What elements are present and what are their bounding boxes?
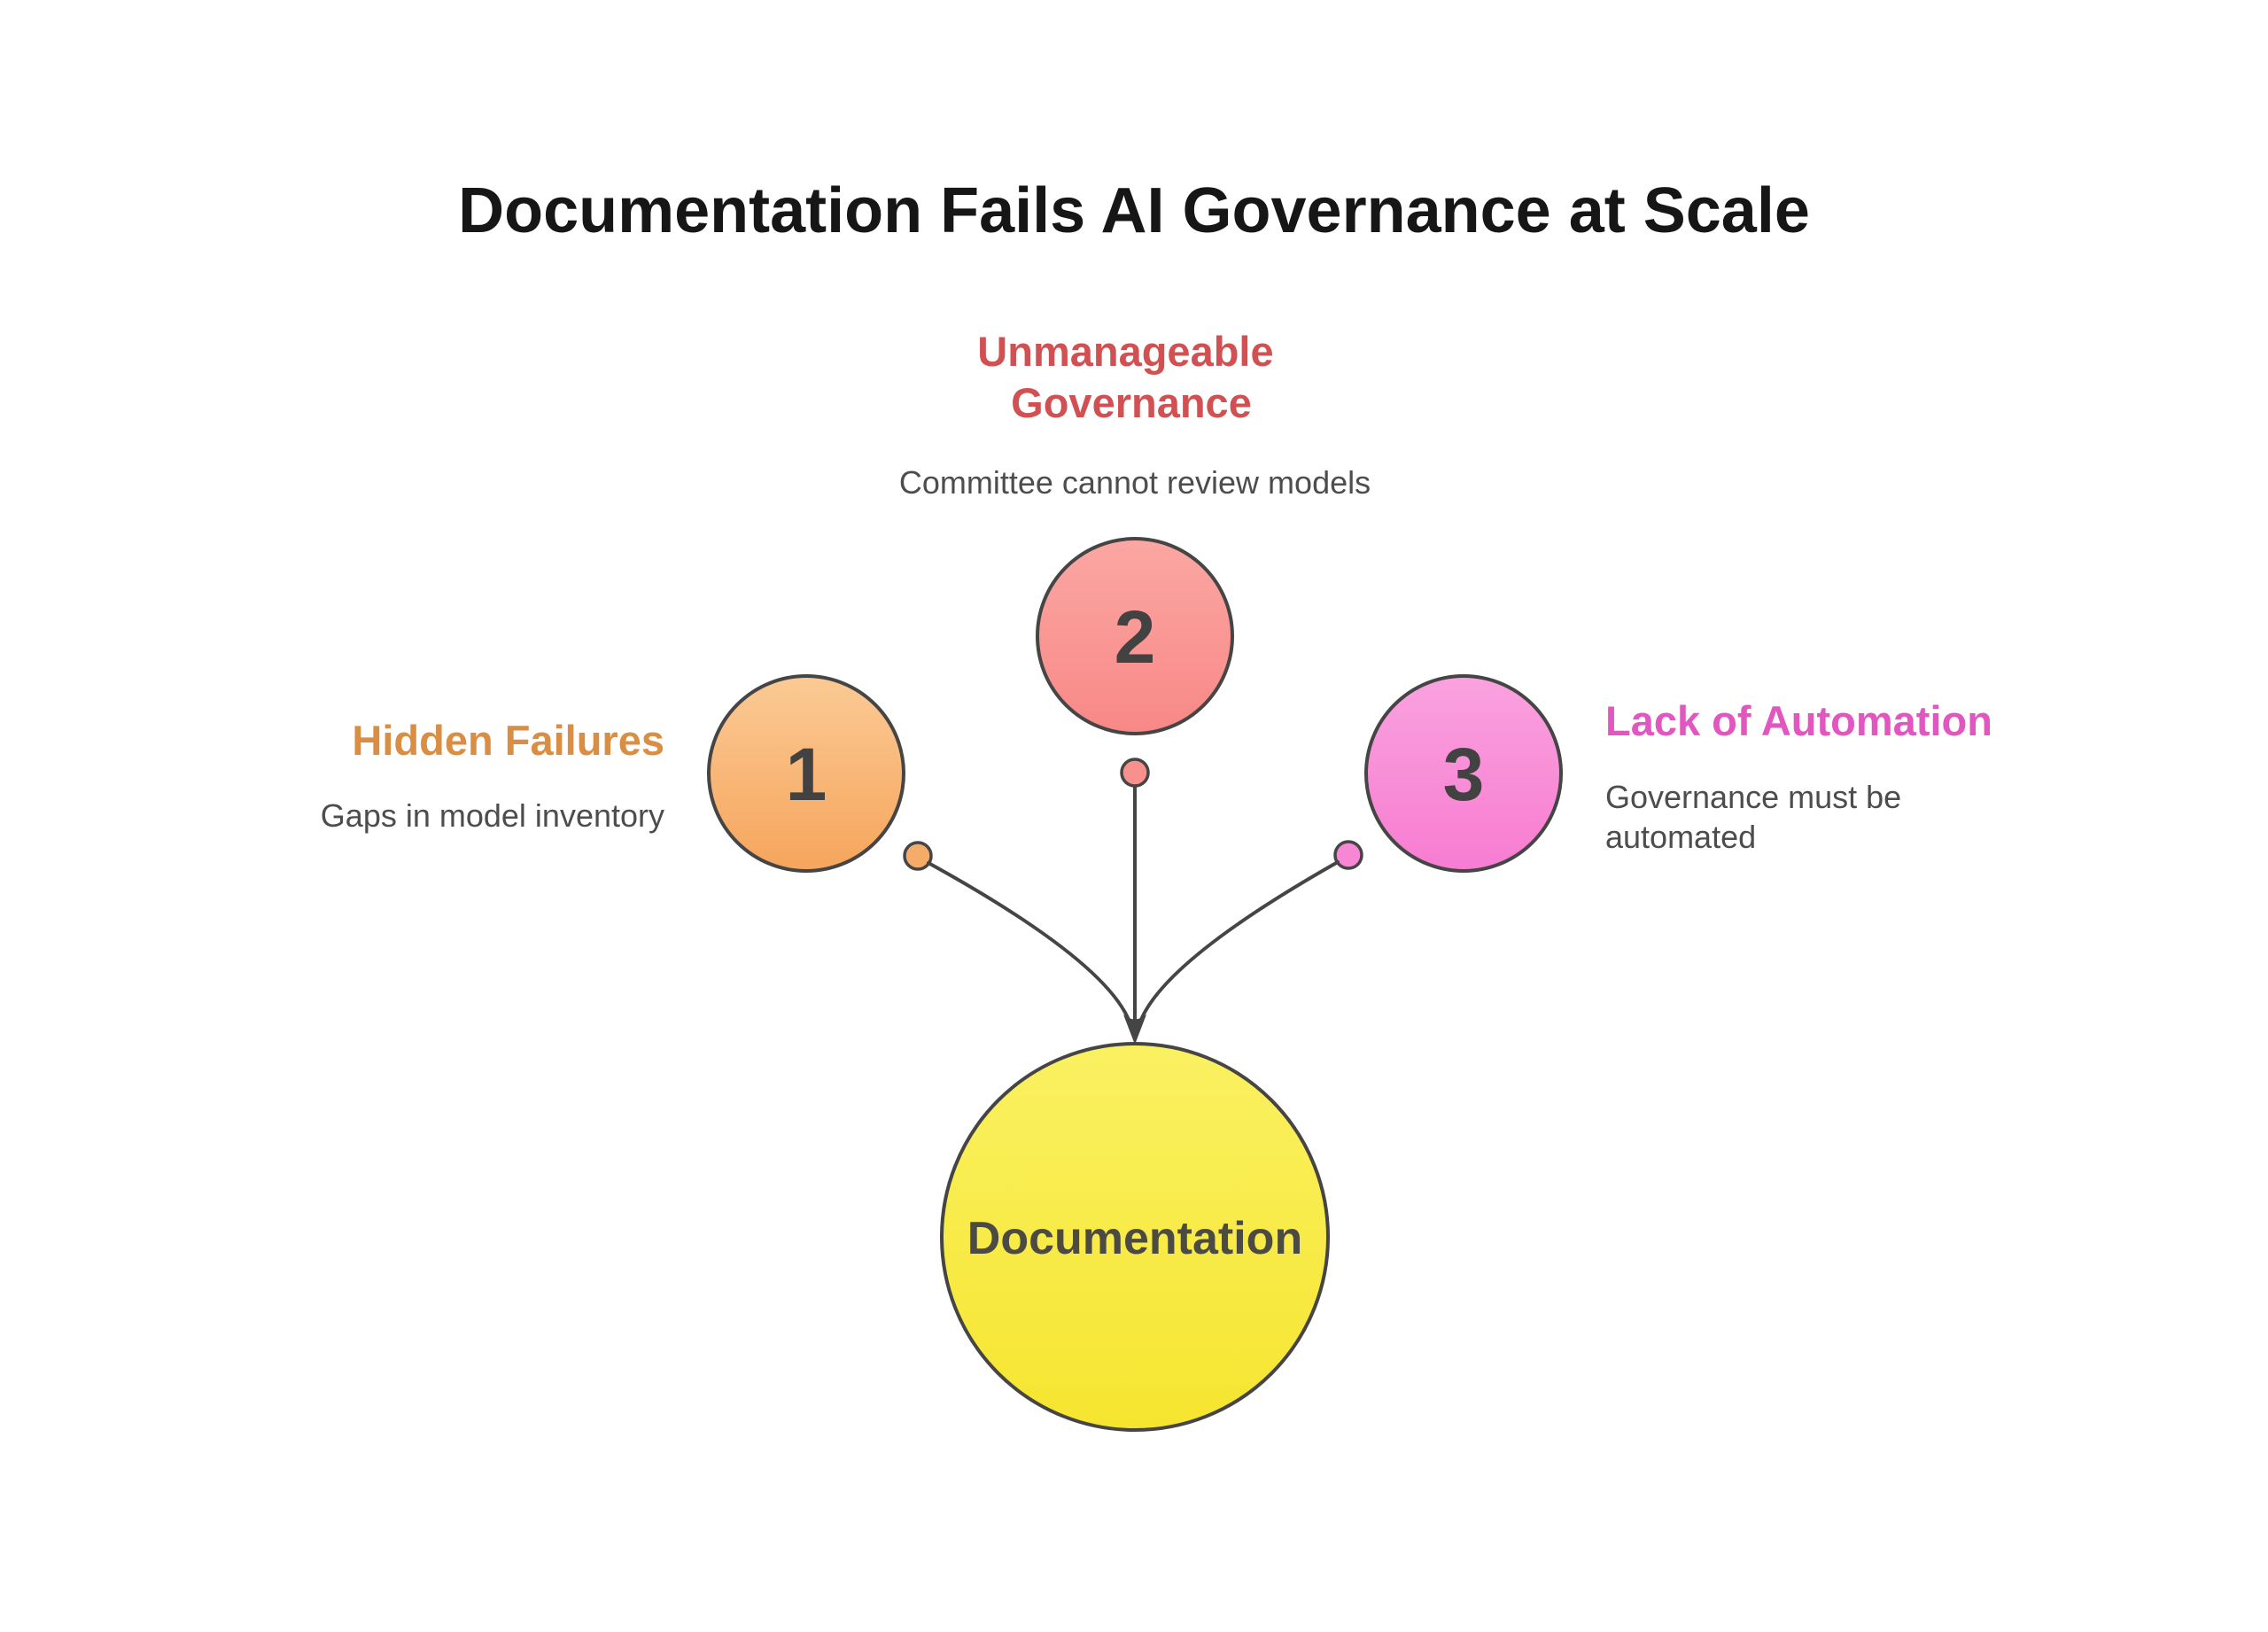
node-2-circle bbox=[1036, 537, 1234, 735]
node-3-number: 3 bbox=[1443, 733, 1485, 816]
node-3-connector-dot bbox=[1333, 840, 1363, 870]
node-unmanageable-governance: Unmanageable Governance Committee cannot… bbox=[899, 328, 1371, 1022]
node-2-heading-line-1: Unmanageable bbox=[977, 328, 1273, 375]
node-3-heading: Lack of Automation bbox=[1605, 697, 1992, 744]
node-1-heading: Hidden Failures bbox=[352, 717, 664, 764]
node-1-connector-dot bbox=[903, 841, 933, 871]
node-hidden-failures: Hidden Failures Gaps in model inventory … bbox=[321, 674, 1134, 1032]
node-lack-of-automation: Lack of Automation Governance must be au… bbox=[1136, 674, 1992, 1032]
node-2-description: Committee cannot review models bbox=[899, 464, 1371, 501]
node-1-number: 1 bbox=[786, 733, 827, 816]
node-3-description-line-2: automated bbox=[1605, 819, 1756, 855]
node-2-heading-line-2: Governance bbox=[1011, 379, 1252, 426]
documentation-circle bbox=[940, 1042, 1330, 1432]
node-1-circle bbox=[707, 674, 905, 873]
node-3-description-line-1: Governance must be bbox=[1605, 779, 1901, 815]
arrow-down-icon bbox=[1123, 1014, 1146, 1045]
node-documentation: Documentation bbox=[940, 1042, 1330, 1432]
node-2-connector-dot bbox=[1120, 758, 1150, 788]
node-2-number: 2 bbox=[1115, 595, 1156, 679]
node-1-connector-line bbox=[927, 861, 1134, 1032]
node-1-description: Gaps in model inventory bbox=[321, 797, 664, 834]
documentation-label: Documentation bbox=[967, 1213, 1302, 1264]
node-3-description: Governance must be automated bbox=[1605, 779, 1910, 855]
diagram-art: Documentation Fails AI Governance at Sca… bbox=[321, 175, 1992, 1432]
page-title: Documentation Fails AI Governance at Sca… bbox=[458, 175, 1810, 246]
node-2-heading: Unmanageable Governance bbox=[977, 328, 1285, 426]
node-3-circle bbox=[1364, 674, 1563, 873]
node-3-connector-line bbox=[1136, 860, 1340, 1032]
